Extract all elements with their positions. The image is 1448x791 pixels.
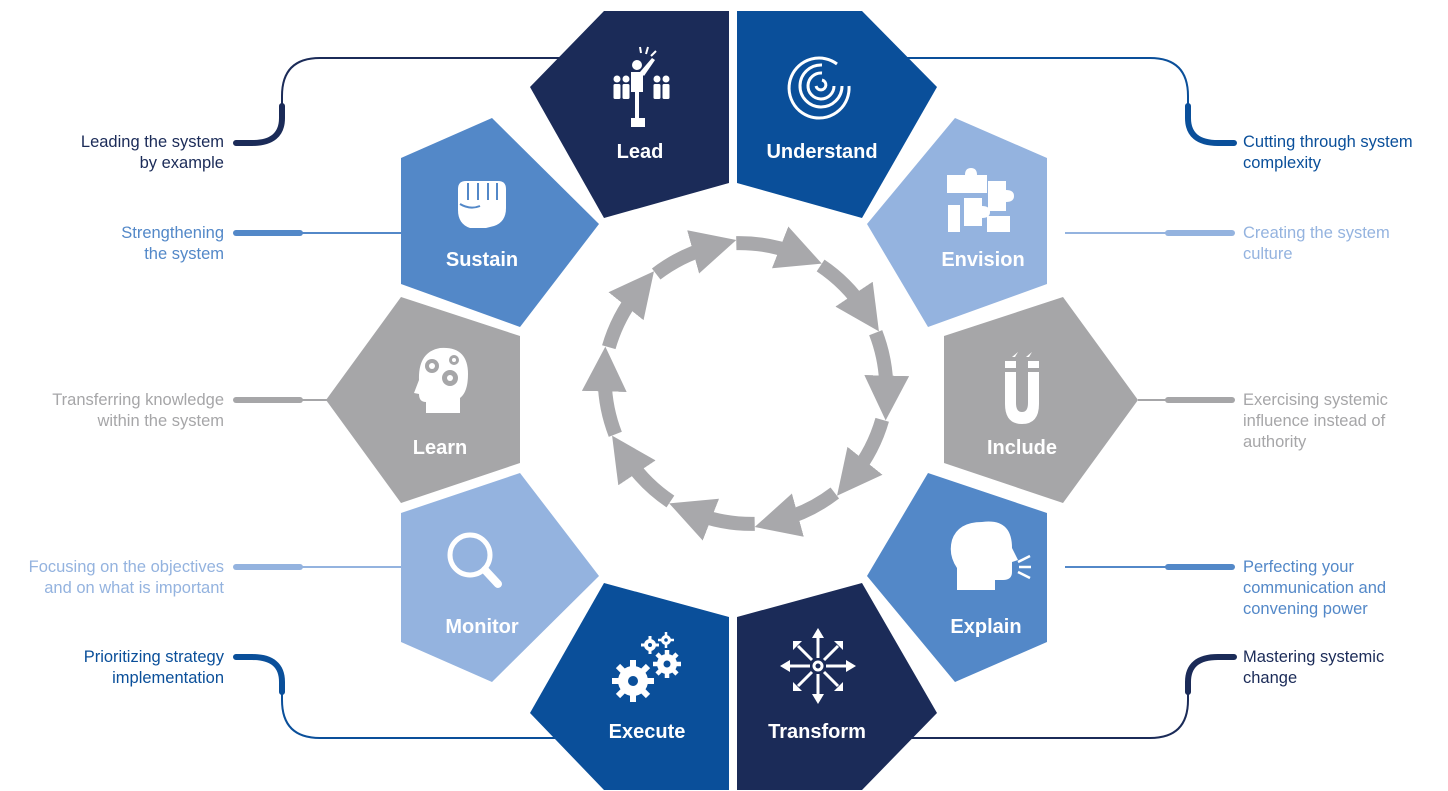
description-sustain-line-2: the system — [144, 245, 224, 263]
segment-label-explain: Explain — [950, 616, 1021, 638]
description-envision: Creating the system culture — [1243, 223, 1390, 265]
description-understand: Cutting through system complexity — [1243, 132, 1413, 174]
flow-arrow-2 — [816, 259, 879, 332]
segment-label-envision: Envision — [941, 249, 1024, 271]
puzzle-pieces-icon — [947, 168, 1014, 232]
flow-arrow-10 — [651, 230, 737, 280]
description-execute-line-1: Prioritizing strategy — [83, 648, 224, 666]
flow-arrow-4 — [837, 417, 889, 496]
description-explain: Perfecting your communication and conven… — [1243, 557, 1386, 620]
description-execute-line-2: implementation — [112, 669, 224, 687]
description-include-line-2: influence instead of — [1243, 412, 1386, 430]
flow-arrow-7 — [612, 435, 675, 508]
segment-monitor — [401, 473, 599, 682]
description-include-line-1: Exercising systemic — [1243, 391, 1388, 409]
description-transform-line-1: Mastering systemic — [1243, 648, 1385, 666]
leader-crowd-icon — [613, 46, 670, 127]
segment-label-learn: Learn — [413, 437, 467, 459]
description-learn: Transferring knowledge within the system — [52, 390, 224, 432]
description-understand-line-2: complexity — [1243, 154, 1321, 172]
brain-gears-head-icon — [414, 347, 468, 413]
description-lead-line-2: by example — [139, 154, 224, 172]
flow-arrow-8 — [581, 346, 627, 437]
connector-execute-cap — [233, 654, 285, 695]
description-explain-line-2: communication and — [1243, 579, 1387, 597]
labyrinth-icon — [787, 56, 851, 120]
flow-arrow-1 — [736, 226, 822, 269]
cycle-flow-arrows — [581, 226, 910, 541]
description-include: Exercising systemic influence instead of… — [1243, 390, 1388, 453]
description-sustain: Strengthening the system — [121, 223, 224, 265]
segment-label-monitor: Monitor — [445, 616, 519, 638]
magnifier-icon — [447, 532, 502, 588]
description-explain-line-1: Perfecting your — [1243, 558, 1354, 576]
description-monitor-line-1: Focusing on the objectives — [28, 558, 224, 576]
segment-label-include: Include — [987, 437, 1057, 459]
speaking-head-icon — [950, 521, 1031, 590]
connector-lines — [233, 57, 1237, 739]
flow-arrow-5 — [754, 487, 840, 537]
connector-execute — [236, 656, 585, 739]
connector-transform-cap — [1185, 654, 1237, 695]
description-execute: Prioritizing strategy implementation — [84, 647, 224, 689]
connector-understand-cap — [1185, 103, 1237, 146]
description-explain-line-3: convening power — [1243, 600, 1368, 618]
radiating-arrows-icon — [780, 628, 856, 704]
segment-label-execute: Execute — [609, 721, 686, 743]
segment-understand — [737, 11, 937, 218]
segment-include — [944, 297, 1138, 503]
flow-arrow-3 — [864, 330, 910, 421]
segment-label-sustain: Sustain — [446, 249, 518, 271]
magnet-icon — [1005, 352, 1039, 424]
description-transform: Mastering systemic change — [1243, 647, 1384, 689]
description-envision-line-2: culture — [1243, 245, 1293, 263]
description-include-line-3: authority — [1243, 433, 1307, 451]
description-lead: Leading the system by example — [81, 132, 224, 174]
connector-lead — [236, 57, 585, 144]
flow-arrow-9 — [602, 271, 654, 350]
description-monitor: Focusing on the objectives and on what i… — [29, 557, 224, 599]
flow-arrow-6 — [669, 498, 755, 541]
description-monitor-line-2: and on what is important — [44, 579, 224, 597]
description-sustain-line-1: Strengthening — [121, 224, 224, 242]
description-lead-line-1: Leading the system — [80, 133, 224, 151]
connector-understand — [880, 57, 1234, 144]
description-envision-line-1: Creating the system — [1243, 224, 1390, 242]
description-transform-line-2: change — [1243, 669, 1298, 687]
connector-lead-cap — [233, 103, 285, 146]
segment-label-lead: Lead — [617, 141, 664, 163]
description-understand-line-1: Cutting through system — [1243, 133, 1413, 151]
fist-icon — [458, 181, 506, 228]
description-learn-line-1: Transferring knowledge — [52, 391, 224, 409]
connector-transform — [880, 656, 1234, 739]
description-learn-line-2: within the system — [97, 412, 224, 430]
gears-icon — [612, 632, 681, 702]
segment-label-transform: Transform — [768, 721, 866, 743]
segment-label-understand: Understand — [766, 141, 877, 163]
segment-lead — [530, 11, 729, 218]
